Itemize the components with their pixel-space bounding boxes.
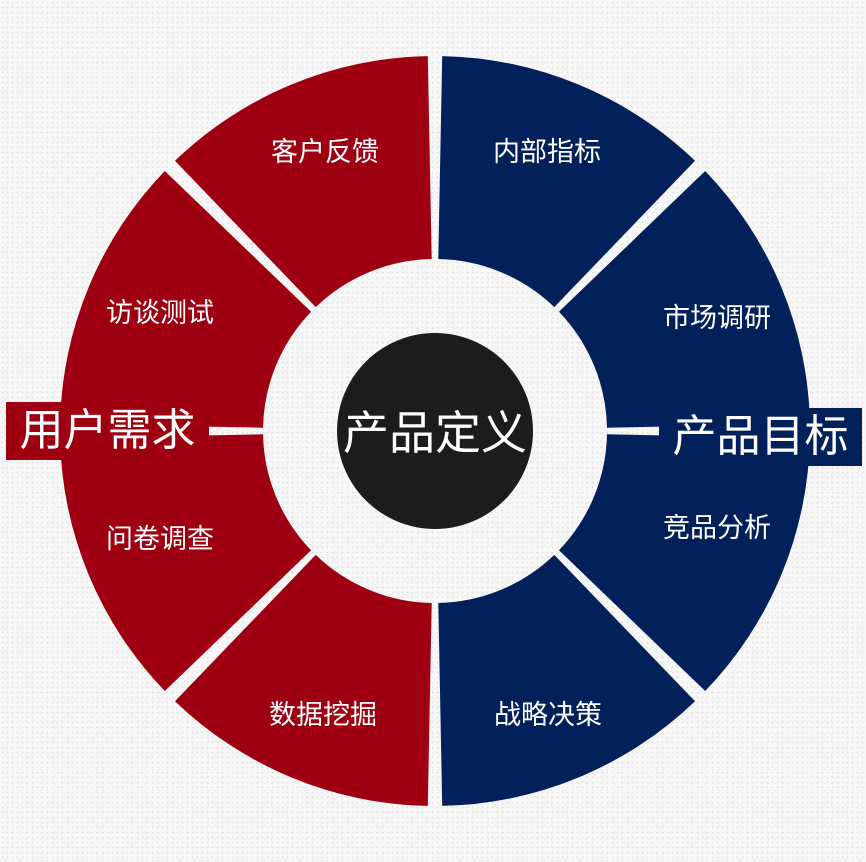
- segment-label-left-4: 数据挖掘: [269, 700, 377, 731]
- segment-label-right-4: 战略决策: [494, 700, 602, 731]
- center-circle: [337, 333, 533, 529]
- segment-labels: 客户反馈 访谈测试 问卷调查 数据挖掘 内部指标 市场调研 竞品分析 战略决策: [106, 137, 771, 731]
- segment-label-left-2: 访谈测试: [106, 298, 214, 329]
- segment-label-right-3: 竞品分析: [663, 513, 771, 544]
- ring-segment-right-4: [438, 554, 696, 806]
- segment-label-left-3: 问卷调查: [106, 524, 214, 555]
- ring-segment-left-1: [174, 56, 432, 308]
- ring-segment-right-3: [558, 434, 810, 692]
- center-label: 产品定义: [343, 406, 527, 460]
- right-group-label: 产品目标: [659, 408, 862, 466]
- left-group-label: 用户需求: [6, 402, 209, 460]
- segment-label-right-2: 市场调研: [663, 303, 771, 334]
- segment-label-left-1: 客户反馈: [271, 137, 379, 168]
- ring-segment-left-3: [60, 434, 312, 692]
- ring-segment-right-1: [438, 56, 696, 308]
- segment-label-right-1: 内部指标: [493, 137, 601, 168]
- ring-segments: [60, 56, 810, 806]
- ring-segment-right-2: [558, 170, 810, 428]
- ring-segment-left-2: [60, 170, 312, 428]
- center-node: 产品定义: [337, 333, 533, 529]
- ring-segment-left-4: [174, 554, 432, 806]
